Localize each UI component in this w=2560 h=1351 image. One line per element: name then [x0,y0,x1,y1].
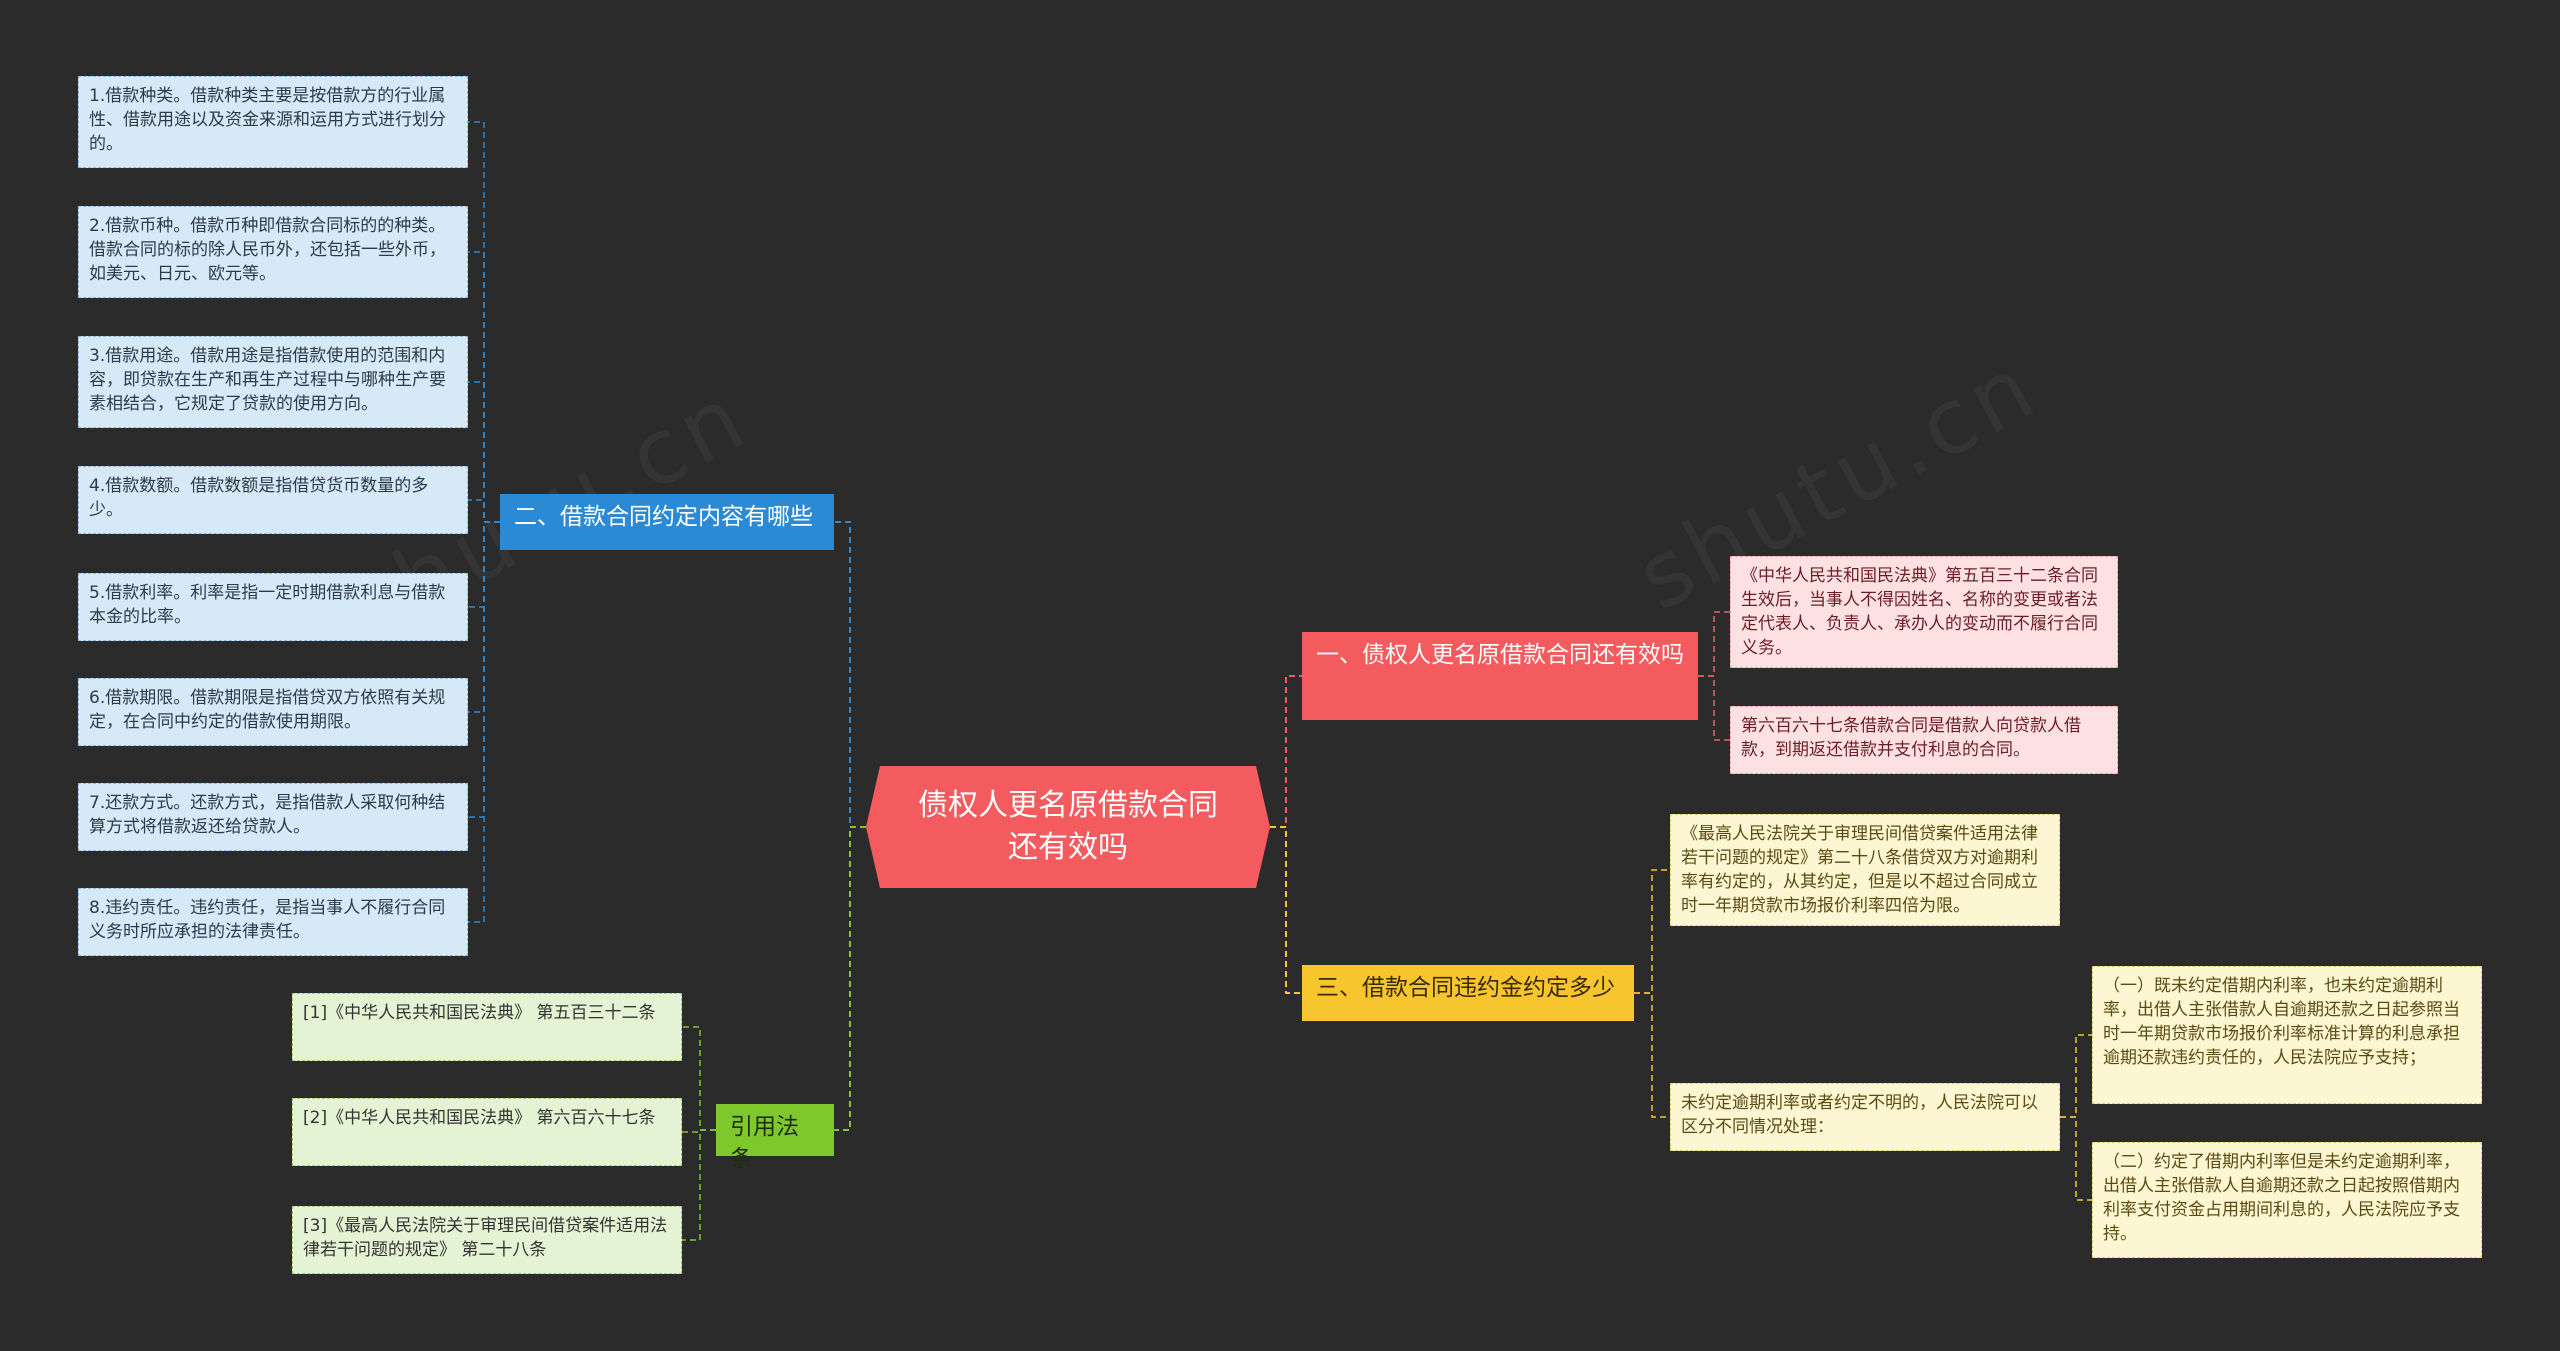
branch-citations-label: 引用法条 [730,1114,799,1172]
leaf-text: [3]《最高人民法院关于审理民间借贷案件适用法律若干问题的规定》 第二十八条 [303,1216,668,1260]
leaf-text: 未约定逾期利率或者约定不明的，人民法院可以区分不同情况处理： [1681,1093,2038,1137]
leaf-text: 《最高人民法院关于审理民间借贷案件适用法律若干问题的规定》第二十八条借贷双方对逾… [1681,824,2038,916]
leaf-text: （一）既未约定借期内利率，也未约定逾期利率，出借人主张借款人自逾期还款之日起参照… [2103,976,2460,1068]
leaf-text: 3.借款用途。借款用途是指借款使用的范围和内容，即贷款在生产和再生产过程中与哪种… [89,346,446,414]
connector-penalty-sub-1 [2060,1034,2092,1118]
connector-penalty-1 [1634,869,1670,994]
leaf-penalty-sub-1[interactable]: （一）既未约定借期内利率，也未约定逾期利率，出借人主张借款人自逾期还款之日起参照… [2092,966,2482,1104]
root-topic[interactable]: 债权人更名原借款合同还有效吗 [866,766,1270,888]
branch-validity-label: 一、债权人更名原借款合同还有效吗 [1316,642,1684,668]
leaf-text: 5.借款利率。利率是指一定时期借款利息与借款本金的比率。 [89,583,446,627]
leaf-penalty-2[interactable]: 未约定逾期利率或者约定不明的，人民法院可以区分不同情况处理： [1670,1083,2060,1151]
root-topic-label: 债权人更名原借款合同还有效吗 [918,788,1218,865]
leaf-text: 4.借款数额。借款数额是指借贷货币数量的多少。 [89,476,429,520]
connector-validity-1 [1698,611,1730,677]
connector-root-contents [834,521,866,828]
leaf-contents-7[interactable]: 7.还款方式。还款方式，是指借款人采取何种结算方式将借款返还给贷款人。 [78,783,468,851]
leaf-validity-2[interactable]: 第六百六十七条借款合同是借款人向贷款人借款，到期返还借款并支付利息的合同。 [1730,706,2118,774]
connector-contents-3 [468,381,500,523]
branch-validity[interactable]: 一、债权人更名原借款合同还有效吗 [1302,632,1698,720]
leaf-text: [1]《中华人民共和国民法典》 第五百三十二条 [303,1003,656,1023]
connector-root-citations [834,826,866,1131]
leaf-contents-4[interactable]: 4.借款数额。借款数额是指借贷货币数量的多少。 [78,466,468,534]
connector-contents-8 [468,521,500,923]
connector-root-penalty [1270,826,1302,994]
branch-penalty-label: 三、借款合同违约金约定多少 [1316,975,1615,1001]
branch-penalty[interactable]: 三、借款合同违约金约定多少 [1302,965,1634,1021]
leaf-citation-1[interactable]: [1]《中华人民共和国民法典》 第五百三十二条 [292,993,682,1061]
connector-validity-2 [1698,675,1730,741]
leaf-contents-6[interactable]: 6.借款期限。借款期限是指借贷双方依照有关规定，在合同中约定的借款使用期限。 [78,678,468,746]
leaf-text: 6.借款期限。借款期限是指借贷双方依照有关规定，在合同中约定的借款使用期限。 [89,688,446,732]
root-hexagon-shape [866,766,1270,888]
connector-penalty-2 [1634,992,1670,1118]
leaf-contents-5[interactable]: 5.借款利率。利率是指一定时期借款利息与借款本金的比率。 [78,573,468,641]
leaf-penalty-1[interactable]: 《最高人民法院关于审理民间借贷案件适用法律若干问题的规定》第二十八条借贷双方对逾… [1670,814,2060,926]
leaf-contents-1[interactable]: 1.借款种类。借款种类主要是按借款方的行业属性、借款用途以及资金来源和运用方式进… [78,76,468,168]
branch-contents-label: 二、借款合同约定内容有哪些 [514,504,813,530]
leaf-text: 《中华人民共和国民法典》第五百三十二条合同生效后，当事人不得因姓名、名称的变更或… [1741,566,2098,658]
leaf-text: 8.违约责任。违约责任，是指当事人不履行合同义务时所应承担的法律责任。 [89,898,446,942]
connector-contents-4 [468,499,500,523]
branch-citations[interactable]: 引用法条 [716,1104,834,1172]
connector-citations-1 [682,1026,716,1131]
leaf-contents-2[interactable]: 2.借款币种。借款币种即借款合同标的的种类。借款合同的标的除人民币外，还包括一些… [78,206,468,298]
leaf-contents-3[interactable]: 3.借款用途。借款用途是指借款使用的范围和内容，即贷款在生产和再生产过程中与哪种… [78,336,468,428]
leaf-contents-8[interactable]: 8.违约责任。违约责任，是指当事人不履行合同义务时所应承担的法律责任。 [78,888,468,956]
leaf-text: 7.还款方式。还款方式，是指借款人采取何种结算方式将借款返还给贷款人。 [89,793,446,837]
leaf-text: （二）约定了借期内利率但是未约定逾期利率，出借人主张借款人自逾期还款之日起按照借… [2103,1152,2460,1244]
leaf-text: 2.借款币种。借款币种即借款合同标的的种类。借款合同的标的除人民币外，还包括一些… [89,216,446,284]
leaf-penalty-sub-2[interactable]: （二）约定了借期内利率但是未约定逾期利率，出借人主张借款人自逾期还款之日起按照借… [2092,1142,2482,1258]
connector-contents-5 [468,521,500,608]
leaf-citation-2[interactable]: [2]《中华人民共和国民法典》 第六百六十七条 [292,1098,682,1166]
leaf-text: [2]《中华人民共和国民法典》 第六百六十七条 [303,1108,656,1128]
connector-penalty-sub-2 [2060,1116,2092,1201]
leaf-text: 第六百六十七条借款合同是借款人向贷款人借款，到期返还借款并支付利息的合同。 [1741,716,2081,760]
leaf-citation-3[interactable]: [3]《最高人民法院关于审理民间借贷案件适用法律若干问题的规定》 第二十八条 [292,1206,682,1274]
connector-root-validity [1270,675,1302,828]
leaf-validity-1[interactable]: 《中华人民共和国民法典》第五百三十二条合同生效后，当事人不得因姓名、名称的变更或… [1730,556,2118,668]
leaf-text: 1.借款种类。借款种类主要是按借款方的行业属性、借款用途以及资金来源和运用方式进… [89,86,446,154]
branch-contents[interactable]: 二、借款合同约定内容有哪些 [500,494,834,550]
connector-citations-3 [682,1129,716,1241]
